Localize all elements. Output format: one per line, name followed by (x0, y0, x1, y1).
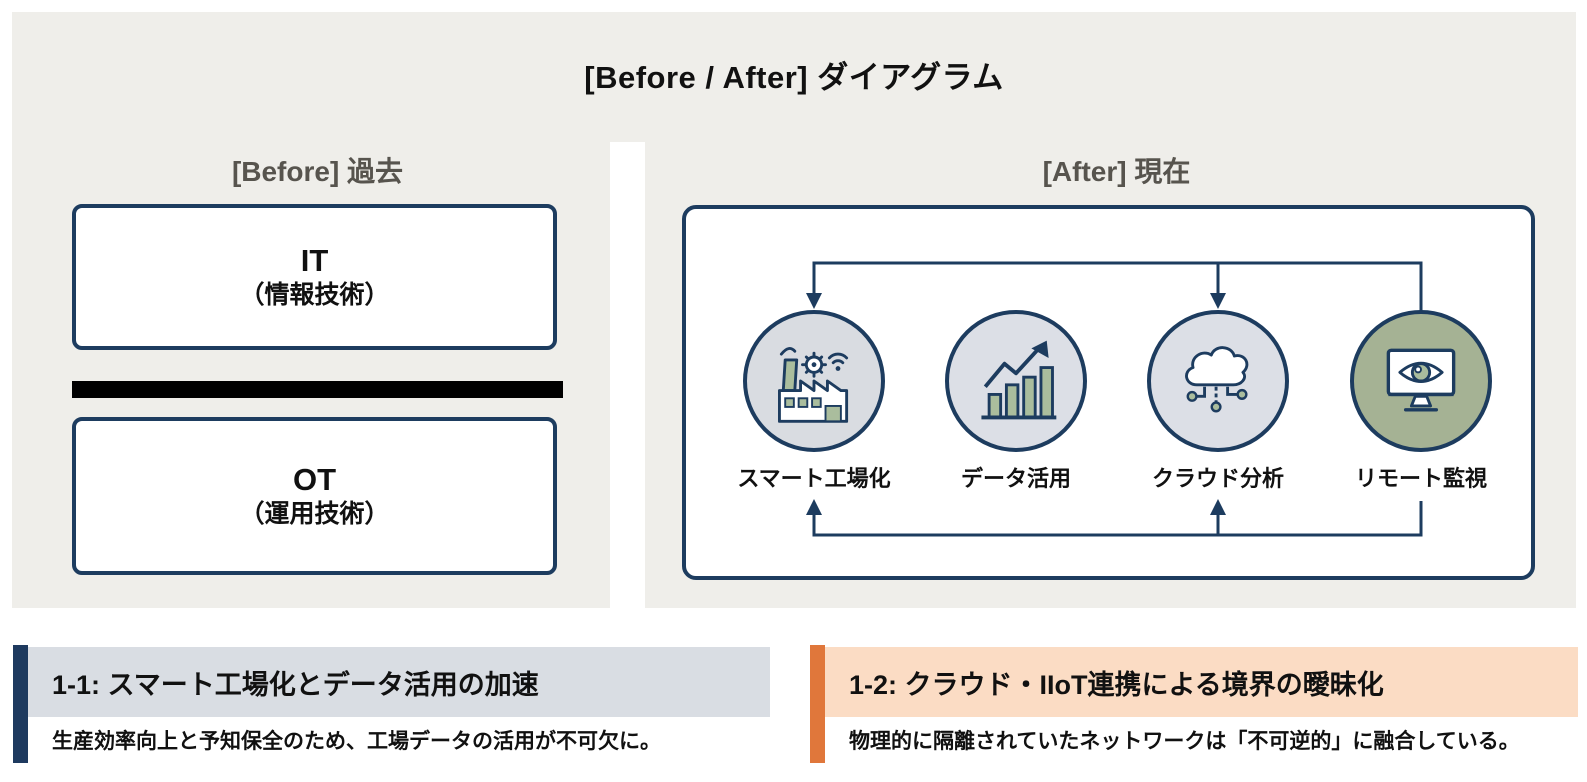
callout-1-2-title: 1-2: クラウド・IIoT連携による境界の曖昧化 (825, 647, 1578, 717)
callout-1-2: 1-2: クラウド・IIoT連携による境界の曖昧化 物理的に隔離されていたネット… (810, 645, 1578, 763)
data-chart-label: データ活用 (960, 466, 1071, 491)
ot-box-title: OT (292, 461, 337, 497)
it-box-title: IT (300, 242, 329, 278)
remote-monitor-icon (1386, 348, 1456, 412)
remote-monitor-label: リモート監視 (1354, 466, 1487, 491)
diagram-panel: [Before / After] ダイアグラム [Before] 過去 IT （… (12, 12, 1576, 620)
air-gap-bar (72, 381, 563, 398)
callout-1-1-description: 生産効率向上と予知保全のため、工場データの活用が不可欠に。 (52, 730, 661, 753)
callout-1-1-accent-bar (13, 645, 28, 763)
callout-1-1: 1-1: スマート工場化とデータ活用の加速 生産効率向上と予知保全のため、工場デ… (13, 645, 770, 763)
page-title: [Before / After] ダイアグラム (584, 60, 1004, 95)
callout-1-1-title: 1-1: スマート工場化とデータ活用の加速 (28, 647, 770, 717)
smart-factory-node (743, 310, 885, 452)
data-chart-icon (981, 340, 1057, 420)
callout-1-2-description: 物理的に隔離されていたネットワークは「不可逆的」に融合している。 (849, 730, 1520, 753)
flow-arrows (806, 261, 1423, 537)
smart-factory-label: スマート工場化 (737, 466, 891, 491)
data-chart-node (945, 310, 1087, 452)
smart-factory-icon (778, 347, 849, 423)
before-section-header: [Before] 過去 (231, 156, 404, 187)
after-box: スマート工場化 データ活用 (682, 205, 1535, 580)
ot-box: OT （運用技術） (72, 417, 557, 575)
callout-1-2-accent-bar (810, 645, 825, 763)
cloud-network-icon (1185, 346, 1249, 413)
after-section-header: [After] 現在 (1042, 156, 1191, 187)
it-box: IT （情報技術） (72, 204, 557, 350)
remote-monitor-node (1350, 310, 1492, 452)
cloud-network-label: クラウド分析 (1151, 466, 1284, 491)
it-box-subtitle: （情報技術） (239, 280, 390, 309)
panel-divider (610, 142, 645, 620)
ot-box-subtitle: （運用技術） (239, 499, 390, 528)
cloud-network-node (1147, 310, 1289, 452)
